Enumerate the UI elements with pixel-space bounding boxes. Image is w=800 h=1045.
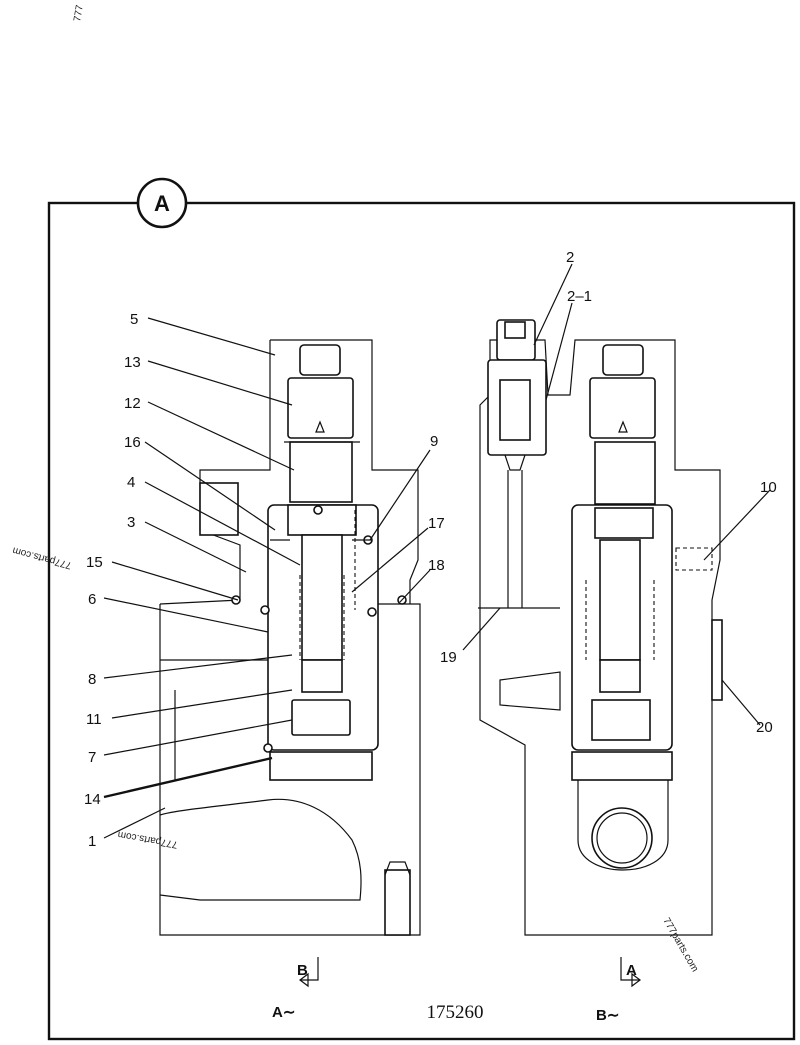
callout-14: 14 — [84, 791, 101, 808]
callout-16: 16 — [124, 434, 141, 451]
section-marker-right: A B∼ — [596, 957, 641, 1024]
callout-2-1: 2–1 — [567, 288, 592, 305]
section-marker-left-letter: B — [297, 962, 308, 979]
right-section-view — [478, 319, 723, 936]
leader-lines — [103, 263, 771, 839]
callout-8: 8 — [88, 671, 96, 688]
callout-17: 17 — [428, 515, 445, 532]
callout-15: 15 — [86, 554, 103, 571]
section-label-right: B∼ — [596, 1007, 619, 1024]
callout-7: 7 — [88, 749, 96, 766]
section-marker-right-letter: A — [626, 962, 637, 979]
watermark-left: 777parts.com — [11, 544, 72, 570]
callout-12: 12 — [124, 395, 141, 412]
section-label-left: A∼ — [272, 1004, 295, 1021]
callout-18: 18 — [428, 557, 445, 574]
callout-11: 11 — [86, 711, 102, 728]
section-marker-left: B A∼ — [272, 957, 319, 1021]
callout-4: 4 — [127, 474, 135, 491]
callout-labels: 5 13 12 16 4 3 15 6 8 11 7 14 1 9 17 18 … — [84, 249, 777, 850]
callout-6: 6 — [88, 591, 96, 608]
left-section-view — [159, 339, 421, 936]
detail-bubble: A — [136, 177, 188, 229]
detail-frame — [47, 201, 796, 1041]
callout-1: 1 — [88, 833, 96, 850]
callout-9: 9 — [430, 433, 438, 450]
callout-13: 13 — [124, 354, 141, 371]
callout-2: 2 — [566, 249, 574, 266]
watermark-top: 777 — [72, 4, 86, 23]
callout-19: 19 — [440, 649, 457, 666]
watermark-bottom-left: 777parts.com — [117, 829, 179, 850]
callout-5: 5 — [130, 311, 138, 328]
callout-20: 20 — [756, 719, 773, 736]
callout-3: 3 — [127, 514, 135, 531]
detail-bubble-label: A — [154, 191, 170, 216]
watermark-bottom-right: 777parts.com — [660, 916, 700, 974]
callout-10: 10 — [760, 479, 777, 496]
drawing-reference-number: 175260 — [427, 1002, 484, 1023]
